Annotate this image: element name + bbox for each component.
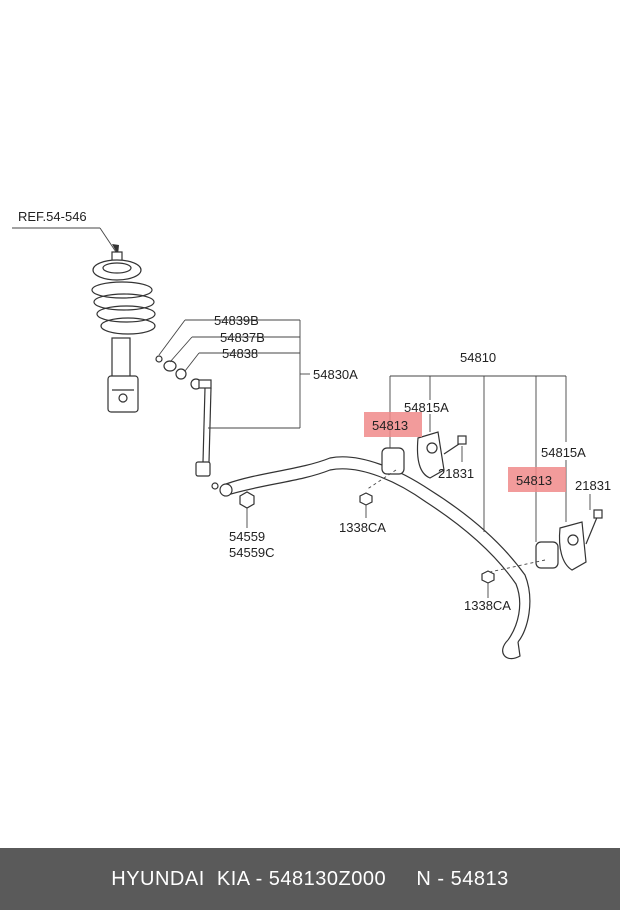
label-54813-right: 54813	[516, 473, 552, 488]
stabilizer-bar	[219, 456, 531, 660]
link-hardware	[155, 355, 219, 490]
label-21831-left: 21831	[438, 466, 474, 481]
highlight-54813-right	[508, 467, 566, 492]
leader-lines	[158, 319, 591, 598]
highlight-54813-left	[364, 412, 422, 437]
label-54815a-left: 54815A	[404, 400, 449, 415]
label-54838: 54838	[222, 346, 258, 361]
strut-assembly	[91, 251, 156, 413]
label-1338ca-left: 1338CA	[339, 520, 386, 535]
nut-right	[481, 570, 495, 584]
label-1338ca-right: 1338CA	[464, 598, 511, 613]
part-number-footer: HYUNDAI KIA - 548130Z000 N - 54813	[0, 848, 620, 910]
label-54810: 54810	[460, 350, 496, 365]
nut-left	[359, 492, 373, 506]
label-54559c: 54559C	[229, 545, 275, 560]
label-54830a: 54830A	[313, 367, 358, 382]
label-54815a-right: 54815A	[541, 445, 586, 460]
label-ref: REF.54-546	[18, 209, 87, 224]
footer-text: HYUNDAI KIA - 548130Z000 N - 54813	[111, 867, 509, 890]
label-21831-right: 21831	[575, 478, 611, 493]
bushing-right	[535, 509, 603, 571]
parts-diagram: REF.54-546	[12, 209, 611, 660]
label-54559: 54559	[229, 529, 265, 544]
label-54813-left: 54813	[372, 418, 408, 433]
nut-link	[239, 491, 255, 509]
label-54837b: 54837B	[220, 330, 265, 345]
label-54839b: 54839B	[214, 313, 259, 328]
bushing-left	[381, 431, 467, 479]
